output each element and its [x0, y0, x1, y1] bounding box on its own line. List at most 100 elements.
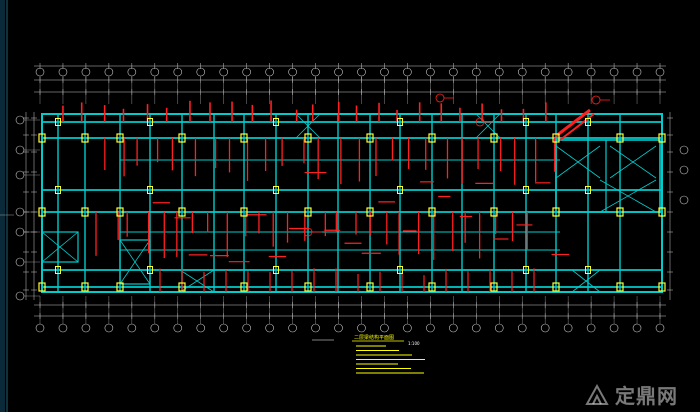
callout-leader [555, 108, 591, 138]
column [81, 282, 89, 292]
section-marker [591, 95, 601, 105]
column [428, 207, 436, 217]
cyan-beam-grid [41, 113, 663, 293]
axis-bubble-bottom [288, 323, 297, 333]
axis-bubble-top [471, 67, 481, 77]
axis-bubble-bottom [449, 323, 458, 333]
axis-bubble-bottom [471, 323, 481, 333]
axis-bubble-top [150, 67, 160, 77]
axis-bubble-top [357, 67, 366, 77]
axis-bubble-top [563, 67, 573, 77]
column [116, 207, 124, 217]
axis-bubble-top [242, 67, 251, 77]
axis-bubble-bottom [609, 323, 619, 333]
column [81, 133, 89, 143]
axis-bubble-top [81, 67, 91, 77]
column [147, 186, 153, 194]
column [523, 266, 529, 274]
axis-bubble-bottom [380, 323, 389, 333]
axis-bubble-top [288, 67, 297, 77]
axis-bubble-left [15, 145, 25, 155]
column [616, 207, 624, 217]
column [366, 207, 374, 217]
column [273, 266, 279, 274]
axis-bubble-bottom [150, 323, 160, 333]
beam-stair-block [555, 139, 661, 213]
column [38, 133, 46, 143]
column [523, 118, 529, 126]
axis-bubble-bottom [127, 323, 137, 333]
column [616, 282, 624, 292]
column [304, 133, 312, 143]
column [240, 282, 248, 292]
axis-bubble-bottom [196, 323, 206, 333]
axis-bubble-right [679, 165, 689, 175]
column [304, 207, 312, 217]
column [304, 282, 312, 292]
column [585, 266, 591, 274]
opening-diagonal [571, 269, 601, 293]
detail-markers [303, 93, 610, 237]
axis-bubble-right [679, 145, 689, 155]
axis-bubble-right [679, 195, 689, 205]
axis-bubble-bottom [173, 323, 183, 333]
axis-bubble-bottom [265, 323, 274, 333]
column [397, 118, 403, 126]
axis-bubble-left [15, 170, 25, 180]
axis-bubble-bottom [311, 323, 320, 333]
watermark-text: 定鼎网 [615, 384, 678, 408]
axis-bubble-bottom [242, 323, 251, 333]
axis-bubble-bottom [540, 323, 550, 333]
axis-bubble-bottom [81, 323, 91, 333]
column [490, 207, 498, 217]
axis-bubble-bottom [655, 323, 665, 333]
axis-bubble-top [632, 67, 642, 77]
opening-diagonal [119, 239, 151, 285]
column [585, 118, 591, 126]
legend-notes [312, 339, 425, 374]
column [366, 133, 374, 143]
axis-bubble-bottom [632, 323, 642, 333]
opening-diagonal [41, 231, 79, 263]
axis-bubble-left [15, 291, 25, 301]
axis-bubble-bottom [563, 323, 573, 333]
axis-bubble-left [15, 227, 25, 237]
watermark-logo-icon [585, 383, 609, 405]
column [366, 282, 374, 292]
axis-bubbles [15, 67, 689, 333]
axis-bubble-top [380, 67, 389, 77]
column [658, 133, 666, 143]
column [658, 282, 666, 292]
column [658, 207, 666, 217]
axis-bubble-top [517, 67, 527, 77]
opening-diagonal [179, 269, 215, 293]
column [240, 133, 248, 143]
beam-outline [41, 113, 663, 293]
callout-leader [559, 113, 595, 141]
opening-diagonal [475, 113, 501, 139]
column [552, 282, 560, 292]
axis-bubble-bottom [403, 323, 412, 333]
axis-bubble-bottom [104, 323, 114, 333]
axis-bubble-left [15, 257, 25, 267]
axis-bubble-top [449, 67, 458, 77]
axis-bubble-bottom [334, 323, 343, 333]
column [55, 266, 61, 274]
axis-bubble-top [104, 67, 114, 77]
column [147, 266, 153, 274]
column [490, 133, 498, 143]
drawing-title: 二层梁结构平面图 [354, 335, 395, 341]
axis-bubble-bottom [35, 323, 45, 333]
axis-bubble-bottom [219, 323, 229, 333]
column [397, 186, 403, 194]
yellow-columns [38, 118, 666, 292]
column [178, 207, 186, 217]
axis-bubble-bottom [586, 323, 596, 333]
opening-diagonal [609, 145, 657, 179]
column [116, 282, 124, 292]
axis-bubble-top [196, 67, 206, 77]
axis-bubble-top [58, 67, 68, 77]
opening-diagonal [599, 179, 657, 213]
column [428, 282, 436, 292]
